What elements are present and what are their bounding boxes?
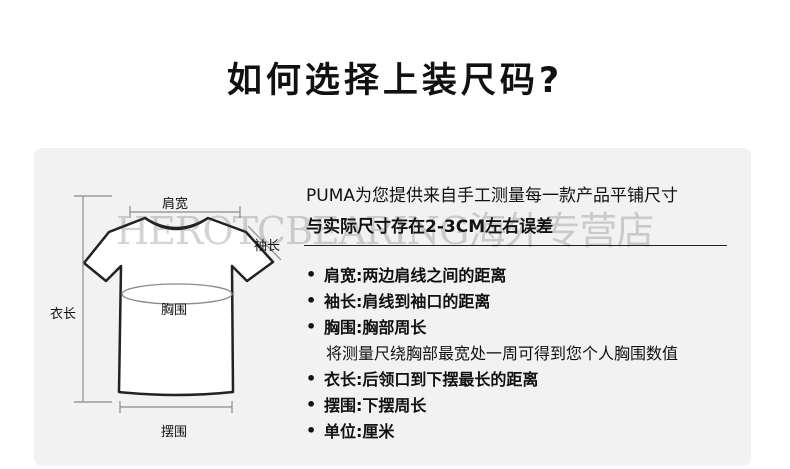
bullet-dot-icon: •	[306, 368, 317, 388]
bullet-dot-icon: •	[306, 420, 317, 440]
list-item: •单位:厘米	[306, 420, 395, 442]
measurement-list: •肩宽:两边肩线之间的距离 •袖长:肩线到袖口的距离 •胸围:胸部周长 将测量尺…	[306, 261, 746, 443]
bullet-dot-icon: •	[306, 394, 317, 414]
shoulder-label: 肩宽	[162, 197, 189, 212]
list-item: •摆围:下摆周长	[306, 394, 427, 416]
page-title: 如何选择上装尺码?	[226, 61, 564, 101]
bullet-dot-icon: •	[306, 316, 317, 336]
list-item: •胸围:胸部周长	[306, 316, 427, 338]
intro-line-1: PUMA为您提供来自手工测量每一款产品平铺尺寸	[306, 186, 678, 206]
length-label: 衣长	[50, 307, 77, 322]
neckline	[144, 216, 209, 231]
hem-label: 摆围	[161, 425, 188, 440]
chest-guide	[121, 283, 233, 305]
bullet-dot-icon: •	[306, 264, 317, 284]
intro-line-2: 与实际尺寸存在2-3CM左右误差	[306, 217, 554, 237]
divider	[304, 245, 727, 246]
bullet-dot-icon: •	[306, 290, 317, 310]
list-item: •衣长:后领口到下摆最长的距离	[306, 368, 539, 390]
measure-guides	[74, 195, 282, 413]
sleeve-label: 袖长	[254, 239, 281, 254]
watermark: HEROTCBEARING海外专营店	[116, 209, 654, 253]
list-item-note: 将测量尺绕胸部最宽处一周可得到您个人胸围数值	[326, 344, 679, 363]
chest-label: 胸围	[161, 303, 188, 318]
list-item: •肩宽:两边肩线之间的距离	[306, 264, 507, 286]
list-item: •袖长:肩线到袖口的距离	[306, 290, 491, 312]
